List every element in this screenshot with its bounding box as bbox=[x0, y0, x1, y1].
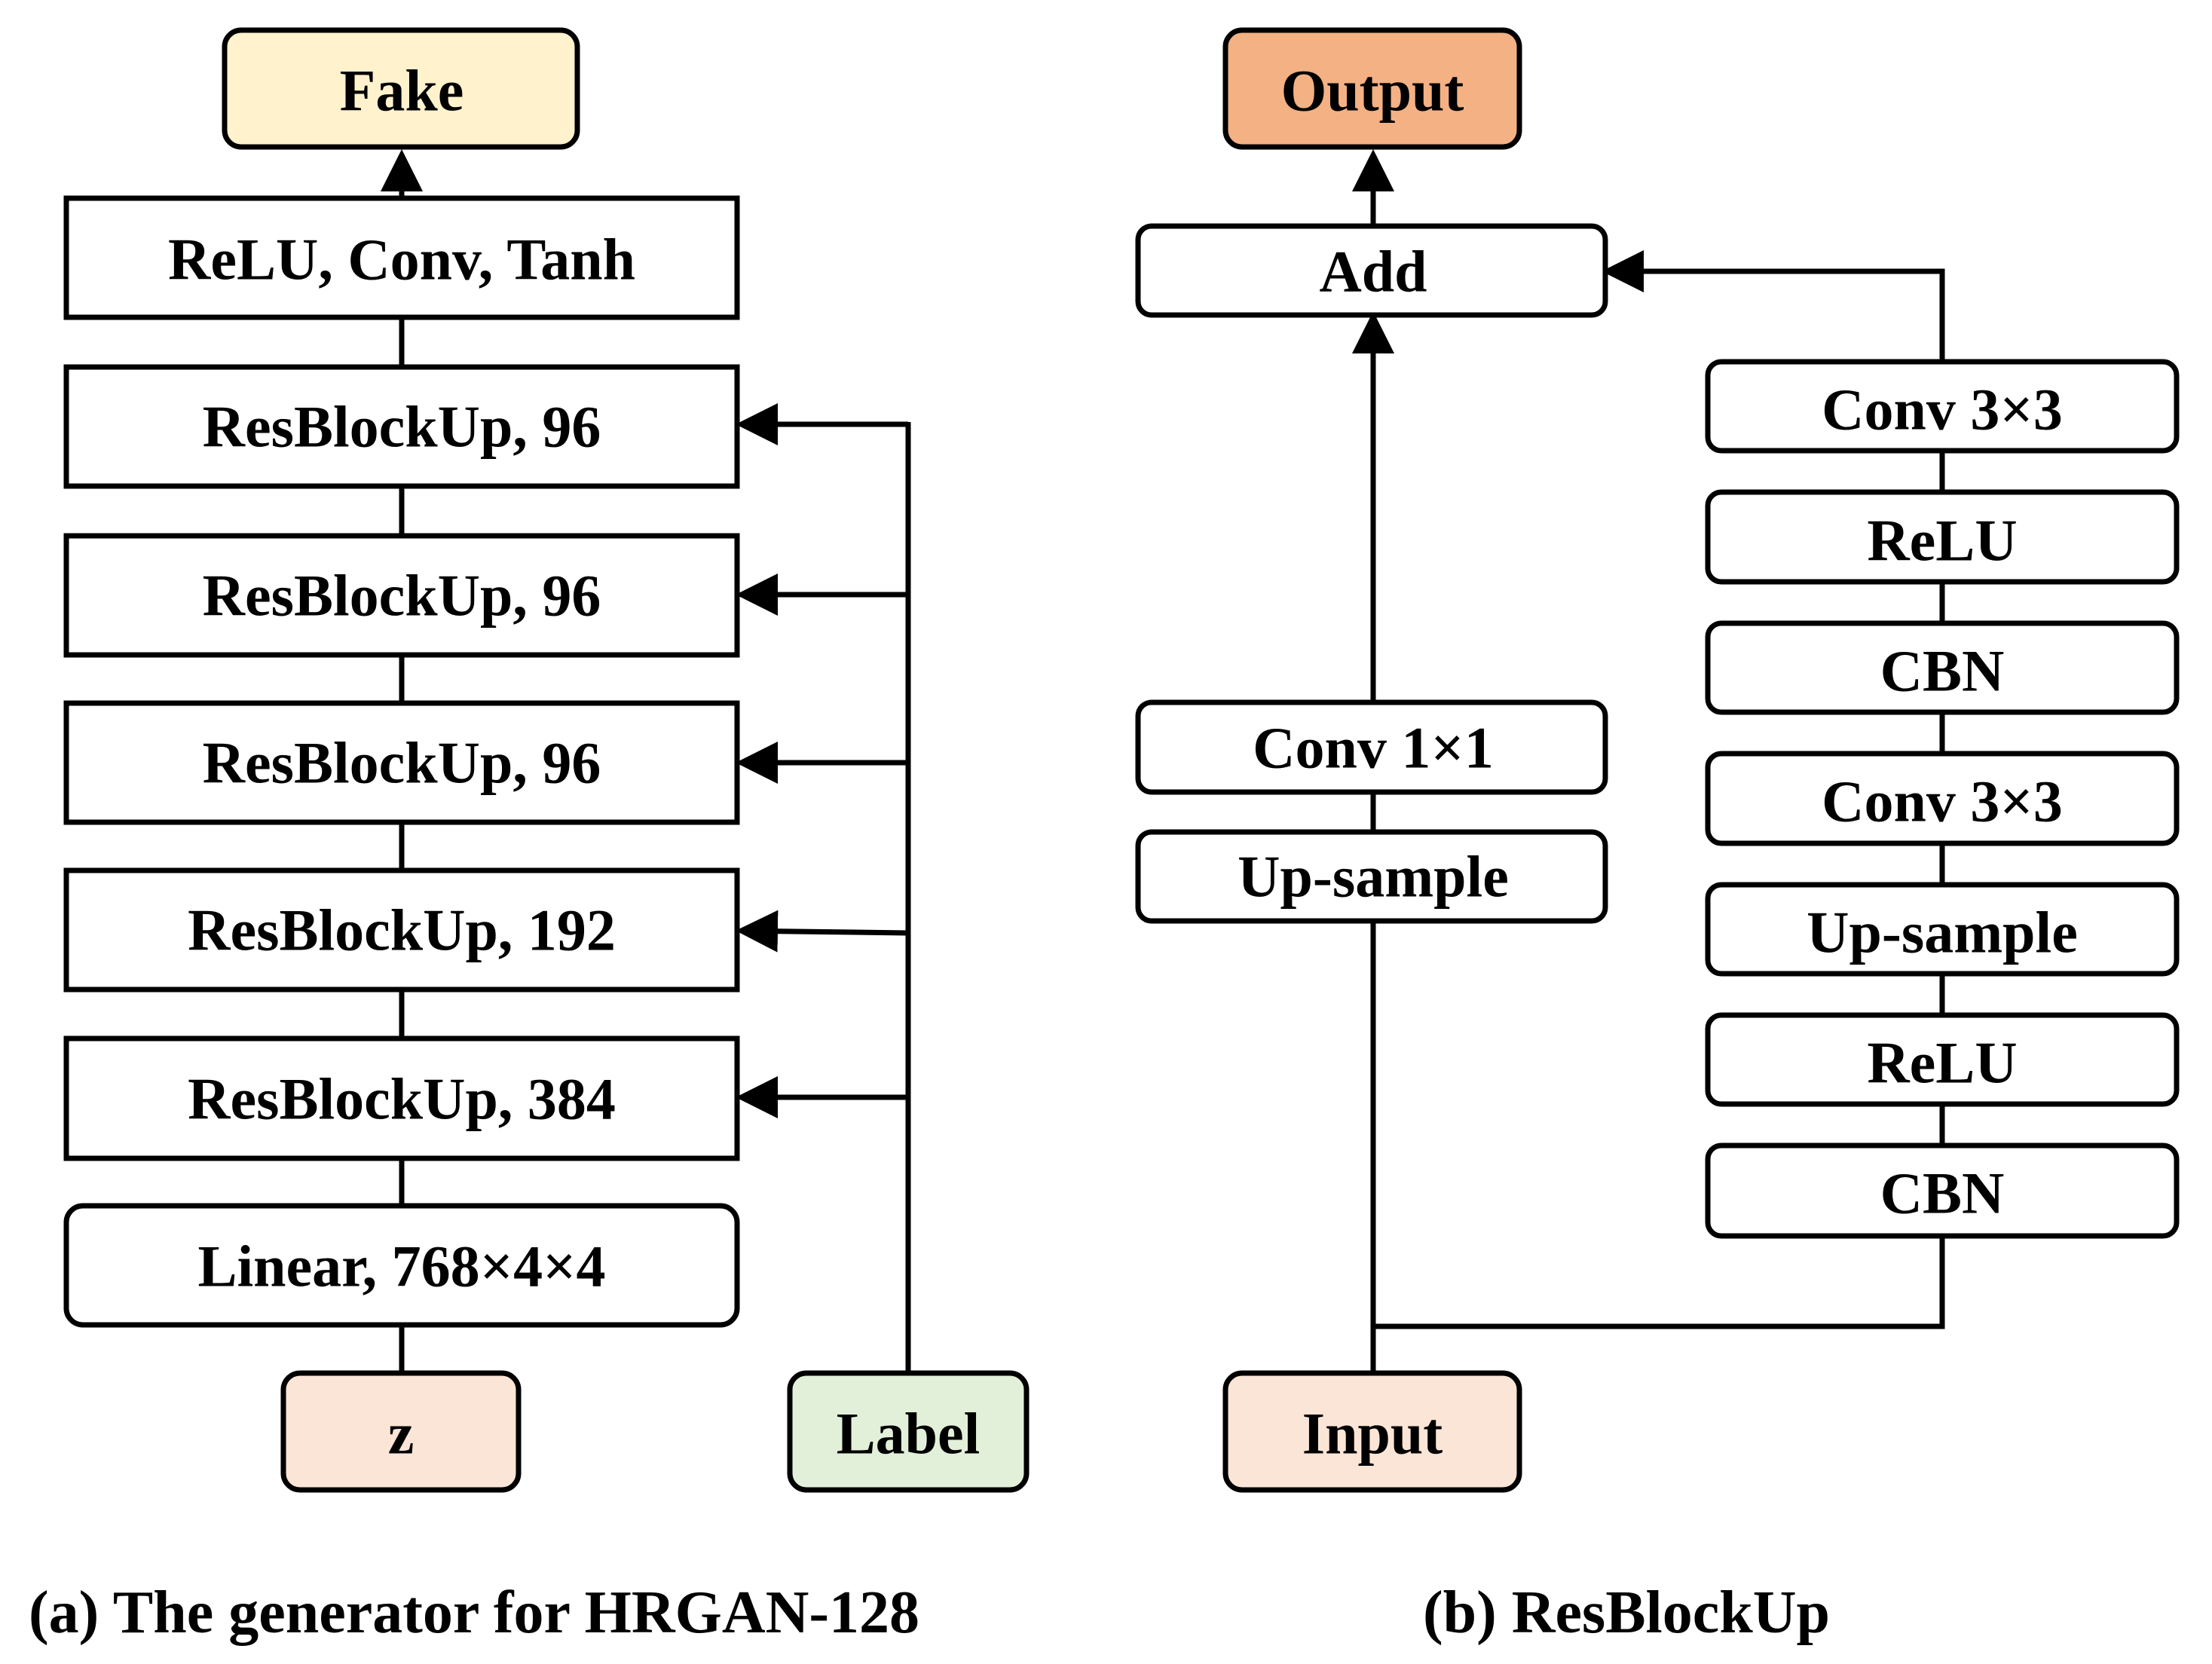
fake-box bbox=[222, 27, 580, 150]
main-conv3x3-1-node: Conv 3×3 bbox=[1705, 359, 2180, 454]
output-box bbox=[1222, 27, 1522, 150]
linear-node: Linear, 768×4×4 bbox=[63, 1203, 740, 1328]
shortcut-upsample-box bbox=[1135, 829, 1608, 924]
linear-box bbox=[63, 1203, 740, 1328]
resblockup-connectors bbox=[1352, 149, 1945, 1373]
resblock-5-node: ResBlockUp, 384 bbox=[63, 1035, 740, 1161]
resblock-4-node: ResBlockUp, 192 bbox=[63, 867, 740, 993]
resblock-1-node: ResBlockUp, 96 bbox=[63, 364, 740, 489]
resblock-3-node: ResBlockUp, 96 bbox=[63, 700, 740, 825]
main-cbn-2-box bbox=[1705, 1142, 2180, 1239]
output-node: Output bbox=[1222, 27, 1522, 150]
resblock-2-node: ResBlockUp, 96 bbox=[63, 533, 740, 658]
main-cbn-1-box bbox=[1705, 620, 2180, 715]
main-cbn-1-node: CBN bbox=[1705, 620, 2180, 715]
main-upsample-node: Up-sample bbox=[1705, 882, 2180, 977]
shortcut-upsample-label: Up-sample bbox=[1238, 844, 1509, 910]
mainpath-to-add-arrow bbox=[1602, 250, 1945, 362]
conv1x1-box bbox=[1135, 699, 1608, 795]
add-label: Add bbox=[1319, 239, 1427, 304]
resblock-5-label: ResBlockUp, 384 bbox=[188, 1066, 616, 1132]
main-cbn-2-node: CBN bbox=[1705, 1142, 2180, 1239]
resblock-1-label: ResBlockUp, 96 bbox=[203, 394, 601, 460]
label-box bbox=[787, 1370, 1030, 1493]
linear-label: Linear, 768×4×4 bbox=[197, 1234, 605, 1299]
output-label: Output bbox=[1281, 58, 1464, 124]
main-relu-1-box bbox=[1705, 489, 2180, 585]
final-layer-node: ReLU, Conv, Tanh bbox=[63, 195, 740, 320]
resblock-2-box bbox=[63, 533, 740, 658]
final-layer-box bbox=[63, 195, 740, 320]
resblock-2-label: ResBlockUp, 96 bbox=[203, 563, 601, 629]
input-to-mainpath-line bbox=[1373, 1236, 1945, 1329]
resblock-4-box bbox=[63, 867, 740, 993]
input-label: Input bbox=[1302, 1401, 1443, 1467]
label-to-block4-arrow bbox=[736, 910, 909, 953]
resblock-3-box bbox=[63, 700, 740, 825]
shortcut-upsample-node: Up-sample bbox=[1135, 829, 1608, 924]
resblock-4-label: ResBlockUp, 192 bbox=[188, 898, 616, 963]
label-node: Label bbox=[787, 1370, 1030, 1493]
main-upsample-box bbox=[1705, 882, 2180, 977]
main-relu-2-box bbox=[1705, 1012, 2180, 1107]
main-relu-1-node: ReLU bbox=[1705, 489, 2180, 585]
main-conv3x3-2-node: Conv 3×3 bbox=[1705, 751, 2180, 846]
resblock-3-label: ResBlockUp, 96 bbox=[203, 730, 601, 796]
main-upsample-label: Up-sample bbox=[1807, 900, 2078, 965]
main-relu-1-label: ReLU bbox=[1867, 508, 2017, 574]
resblock-5-box bbox=[63, 1035, 740, 1161]
main-conv3x3-2-box bbox=[1705, 751, 2180, 846]
caption-a: (a) The generator for HRGAN-128 bbox=[29, 1580, 919, 1646]
label-label: Label bbox=[837, 1401, 981, 1467]
generator-connectors bbox=[381, 149, 911, 1373]
fake-node: Fake bbox=[222, 27, 580, 150]
caption-b: (b) ResBlockUp bbox=[1423, 1580, 1830, 1646]
z-box bbox=[280, 1370, 522, 1493]
input-node: Input bbox=[1222, 1370, 1522, 1493]
resblock-1-box bbox=[63, 364, 740, 489]
z-label: z bbox=[388, 1401, 415, 1467]
main-conv3x3-2-label: Conv 3×3 bbox=[1822, 769, 2063, 834]
add-box bbox=[1135, 223, 1608, 318]
z-node: z bbox=[280, 1370, 522, 1493]
conv1x1-label: Conv 1×1 bbox=[1253, 715, 1494, 781]
main-conv3x3-1-label: Conv 3×3 bbox=[1822, 377, 2063, 442]
main-conv3x3-1-box bbox=[1705, 359, 2180, 454]
main-relu-2-node: ReLU bbox=[1705, 1012, 2180, 1107]
final-layer-label: ReLU, Conv, Tanh bbox=[168, 227, 635, 292]
fake-label: Fake bbox=[340, 58, 464, 124]
conv1x1-node: Conv 1×1 bbox=[1135, 699, 1608, 795]
input-box bbox=[1222, 1370, 1522, 1493]
main-cbn-2-label: CBN bbox=[1880, 1161, 2005, 1226]
main-cbn-1-label: CBN bbox=[1880, 638, 2005, 704]
main-relu-2-label: ReLU bbox=[1867, 1030, 2017, 1096]
add-node: Add bbox=[1135, 223, 1608, 318]
